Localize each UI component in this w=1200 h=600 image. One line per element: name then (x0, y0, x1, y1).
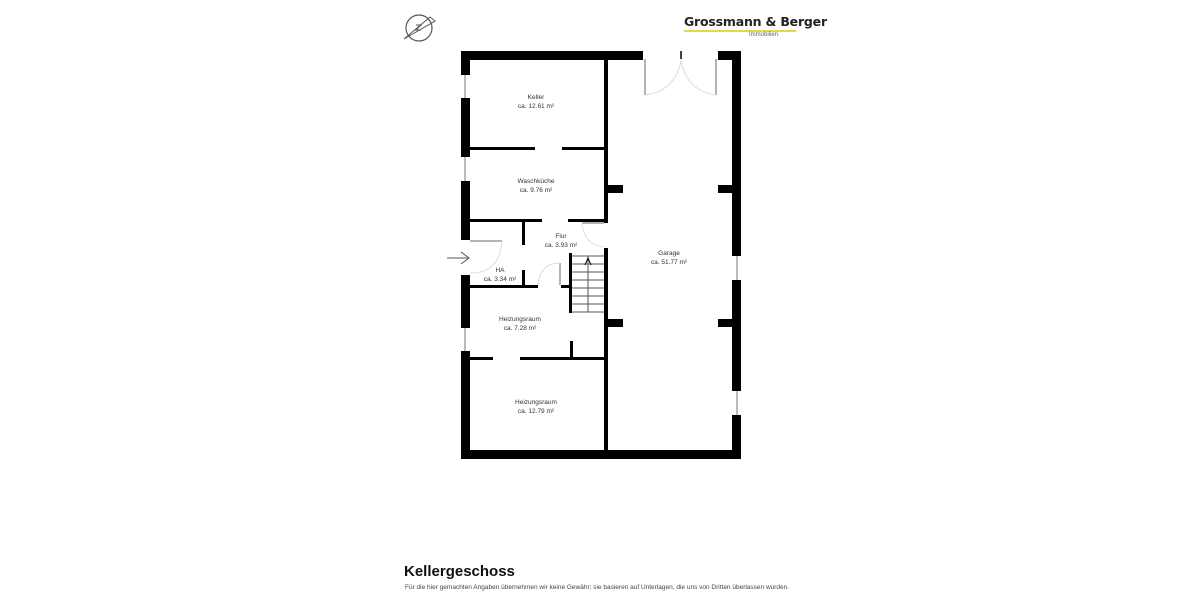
pillar (718, 185, 732, 193)
window (464, 75, 466, 98)
wall-interior (562, 147, 604, 150)
stairs-icon (572, 253, 604, 313)
wall-left (461, 351, 470, 459)
pillar (608, 319, 623, 327)
wall-interior (604, 248, 608, 459)
window (464, 328, 466, 351)
disclaimer: Für die hier gemachten Angaben übernehme… (405, 584, 790, 591)
wall-interior (604, 51, 608, 223)
wall-top-right (718, 51, 741, 60)
wall-interior (569, 253, 572, 313)
room-garage: Garage ca. 51.77 m² (650, 250, 688, 266)
wall-interior (522, 222, 525, 245)
window (736, 391, 738, 415)
wall-right (732, 415, 741, 459)
brand-underline (684, 30, 796, 32)
wall-left (461, 51, 470, 75)
wall-bottom (461, 450, 741, 459)
room-heizungsraum-2: Heizungsraum ca. 12.79 m² (515, 399, 557, 415)
room-heizungsraum-1: Heizungsraum ca. 7.28 m² (499, 316, 541, 332)
pillar (608, 185, 623, 193)
entry-arrow-icon (446, 251, 472, 265)
wall-right (732, 280, 741, 391)
wall-left (461, 98, 470, 157)
room-flur: Flur ca. 3.93 m² (544, 233, 578, 249)
wall-top-left (461, 51, 643, 60)
wall-right (732, 51, 741, 256)
wall-interior (522, 270, 525, 285)
door-swings (460, 215, 610, 295)
room-keller: Keller ca. 12.61 m² (517, 94, 555, 110)
compass-north-icon (402, 13, 438, 43)
room-ha: HA ca. 3.34 m² (483, 267, 517, 283)
wall-interior (470, 285, 538, 288)
window (464, 157, 466, 181)
garage-door (643, 51, 718, 97)
wall-interior (570, 341, 573, 357)
wall-interior (520, 357, 604, 360)
wall-interior (561, 285, 569, 288)
wall-interior (568, 219, 604, 222)
wall-left (461, 275, 470, 328)
wall-interior (470, 357, 493, 360)
floor-title: Kellergeschoss (404, 563, 515, 580)
room-waschkueche: Waschküche ca. 9.76 m² (517, 178, 555, 194)
wall-interior (470, 219, 542, 222)
wall-interior (470, 147, 535, 150)
wall-left (461, 181, 470, 240)
brand-subtitle: Immobilien (749, 32, 779, 38)
brand-logo: Grossmann & Berger (684, 14, 827, 29)
window (736, 256, 738, 280)
pillar (718, 319, 732, 327)
